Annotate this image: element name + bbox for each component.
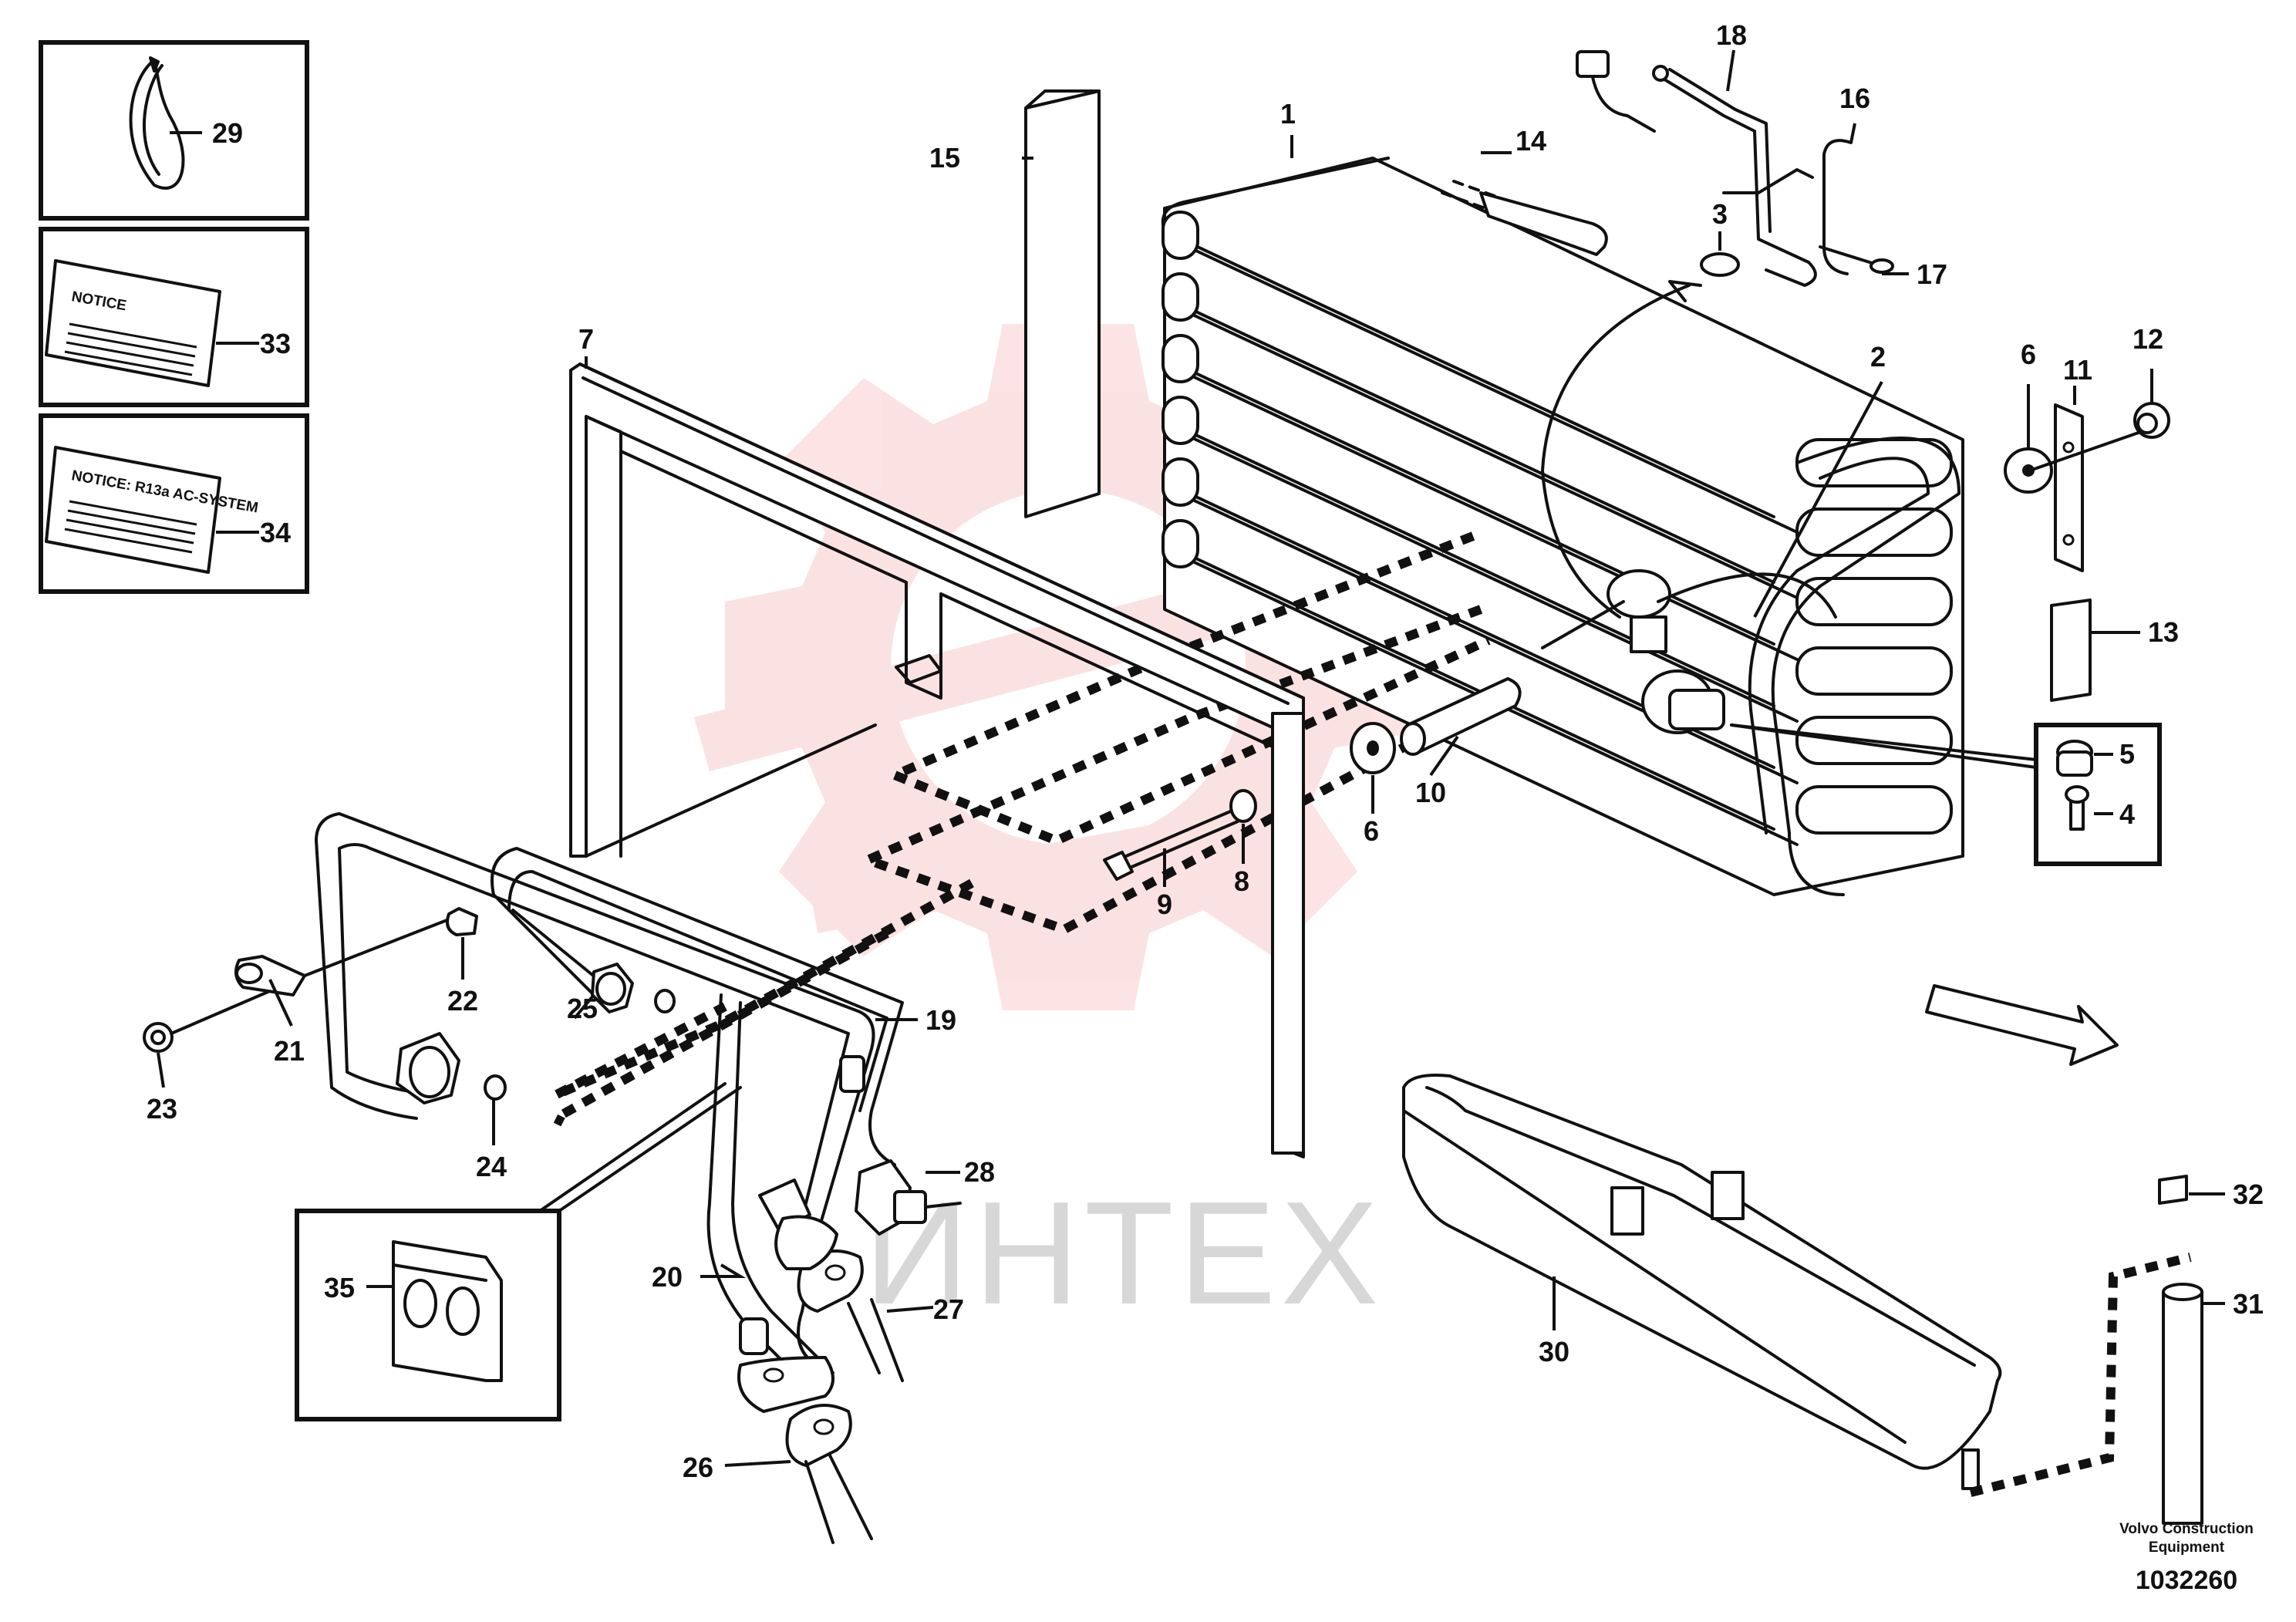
part-1-evaporator — [1161, 157, 1964, 896]
part-8-washer — [1229, 789, 1257, 823]
label-8: 8 — [1234, 865, 1249, 897]
part-25-o-ring — [654, 989, 676, 1013]
label-1: 1 — [1280, 98, 1296, 130]
label-14: 14 — [1515, 125, 1546, 157]
part-26-flange — [785, 1404, 873, 1544]
part-24-nut — [396, 1032, 460, 1104]
drain-dashed-line — [1969, 1253, 2192, 1497]
label-28: 28 — [964, 1156, 995, 1188]
label-9: 9 — [1157, 889, 1172, 920]
label-16: 16 — [1839, 83, 1870, 114]
part-24-o-ring — [484, 1074, 507, 1101]
label-5: 5 — [2119, 738, 2135, 770]
label-15: 15 — [929, 142, 960, 174]
footer-doc-number: 1032260 — [2136, 1566, 2237, 1595]
label-27: 27 — [933, 1293, 964, 1325]
label-6-right: 6 — [2021, 339, 2036, 370]
label-24: 24 — [476, 1151, 507, 1182]
direction-arrow — [1925, 984, 2119, 1066]
label-23: 23 — [147, 1093, 177, 1125]
watermark-text: ИНТЕХ — [864, 1172, 1383, 1335]
label-13: 13 — [2148, 616, 2179, 648]
part-13-foam-pad — [2050, 599, 2092, 702]
label-10: 10 — [1415, 777, 1446, 808]
part-16-sensor-clip — [1822, 139, 1853, 275]
label-4: 4 — [2119, 798, 2135, 830]
label-34: 34 — [260, 517, 291, 548]
label-11: 11 — [2063, 354, 2092, 386]
part-labels: 1 2 3 4 5 6 6 7 8 9 10 11 12 13 14 15 16… — [147, 19, 2264, 1483]
label-30: 30 — [1539, 1336, 1569, 1367]
label-29: 29 — [212, 117, 243, 149]
label-2: 2 — [1870, 341, 1886, 373]
part-28-pressure-switch — [758, 1055, 962, 1270]
part-25-nut — [591, 963, 634, 1013]
label-19: 19 — [925, 1004, 956, 1036]
part-21-clamp — [234, 912, 464, 996]
part-11-bracket — [2028, 403, 2153, 572]
part-6-washer-left — [1350, 722, 1396, 774]
part-22-clip — [446, 907, 478, 936]
leader-lines — [157, 49, 2225, 1467]
label-25: 25 — [567, 993, 598, 1024]
part-12-nut — [2133, 402, 2170, 439]
label-20: 20 — [652, 1261, 683, 1293]
label-17: 17 — [1917, 258, 1947, 290]
part-14-seal-strip — [1441, 180, 1608, 256]
label-7: 7 — [578, 323, 594, 355]
part-31-drain-hose — [2162, 1283, 2203, 1525]
label-22: 22 — [447, 985, 478, 1017]
label-35: 35 — [324, 1272, 355, 1303]
dashed-assembly-lines — [545, 531, 1491, 1127]
footer: Volvo Construction Equipment 1032260 — [2119, 1521, 2254, 1595]
footer-brand-line1: Volvo Construction — [2119, 1521, 2254, 1537]
label-6-left: 6 — [1364, 815, 1379, 847]
part-32-cap — [2158, 1175, 2188, 1205]
label-12: 12 — [2132, 323, 2163, 355]
decal-box-34: NOTICE: R13a AC-SYSTEM — [39, 413, 309, 594]
part-18-sensor-wiring — [1576, 50, 1817, 287]
part-9-bolt — [1103, 808, 1239, 881]
label-31: 31 — [2233, 1288, 2264, 1320]
part-20-pipe — [706, 993, 834, 1413]
decal-box-29 — [39, 40, 309, 221]
decal-box-33: NOTICE — [39, 227, 309, 407]
part-7-frame — [569, 363, 1305, 1158]
label-33: 33 — [260, 328, 291, 359]
label-32: 32 — [2233, 1179, 2264, 1210]
part-10-spacer — [1400, 677, 1522, 756]
label-18: 18 — [1716, 19, 1747, 51]
part-30-drain-tray — [1402, 1074, 2002, 1490]
label-26: 26 — [683, 1452, 713, 1483]
label-3: 3 — [1712, 198, 1728, 230]
label-21: 21 — [274, 1035, 305, 1067]
part-3-o-ring — [1700, 252, 1740, 277]
detail-box-35 — [295, 1082, 742, 1421]
footer-brand-line2: Equipment — [2149, 1539, 2225, 1556]
part-15-foam-strip — [1024, 89, 1101, 518]
detail-box-4-5 — [1730, 723, 2162, 866]
